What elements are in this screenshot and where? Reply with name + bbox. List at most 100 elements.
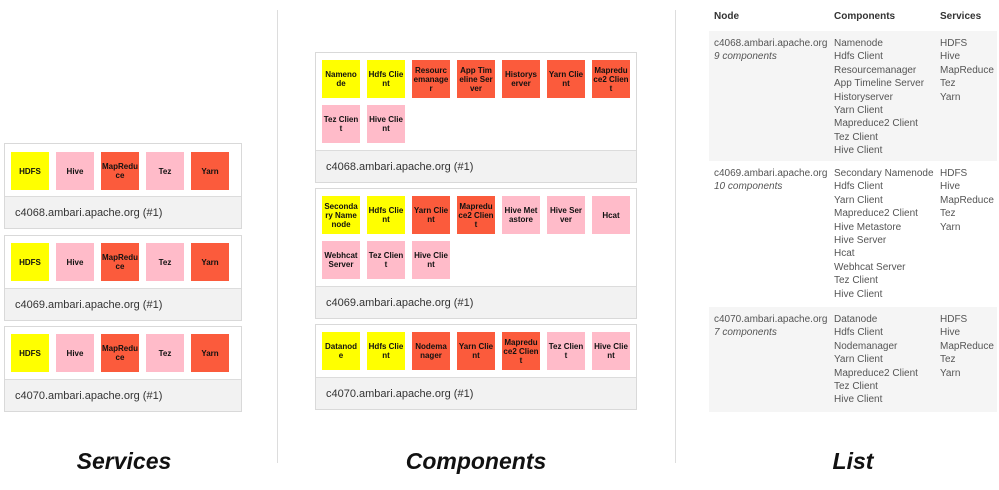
tile-hive[interactable]: Hive bbox=[56, 152, 94, 190]
tile-yarn[interactable]: Yarn bbox=[191, 152, 229, 190]
node-name[interactable]: c4069.ambari.apache.org bbox=[714, 168, 828, 179]
row-node: c4069.ambari.apache.org 10 components bbox=[714, 167, 827, 194]
service-name: Yarn bbox=[940, 91, 961, 103]
component-name: Hdfs Client bbox=[834, 181, 883, 193]
component-name: Hive Client bbox=[834, 288, 883, 300]
tile-namenode[interactable]: Namenode bbox=[322, 60, 360, 98]
service-name: HDFS bbox=[940, 38, 968, 49]
host-footer: c4070.ambari.apache.org (#1) bbox=[316, 377, 636, 409]
tile-mapreduce[interactable]: MapReduce bbox=[101, 243, 139, 281]
component-name: Hdfs Client bbox=[834, 327, 883, 339]
divider-left bbox=[277, 10, 278, 463]
tile-secondary-namenode[interactable]: Secondary Namenode bbox=[322, 196, 360, 234]
tile-yarn-client[interactable]: Yarn Client bbox=[412, 196, 450, 234]
tile-hcat[interactable]: Hcat bbox=[592, 196, 630, 234]
service-name: HDFS bbox=[940, 314, 968, 325]
tile-hive[interactable]: Hive bbox=[56, 243, 94, 281]
component-name: Tez Client bbox=[834, 381, 878, 393]
tile-tez[interactable]: Tez bbox=[146, 243, 184, 281]
tile-webhcat-server[interactable]: Webhcat Server bbox=[322, 241, 360, 279]
tile-hive-client[interactable]: Hive Client bbox=[367, 105, 405, 143]
service-name: Hive bbox=[940, 51, 961, 63]
tile-mapreduce[interactable]: MapReduce bbox=[101, 334, 139, 372]
component-name: Yarn Client bbox=[834, 354, 883, 366]
host-footer: c4068.ambari.apache.org (#1) bbox=[316, 150, 636, 182]
service-name: Yarn bbox=[940, 221, 961, 233]
tile-tez-client[interactable]: Tez Client bbox=[367, 241, 405, 279]
component-name: Hdfs Client bbox=[834, 51, 883, 63]
component-name: Mapreduce2 Client bbox=[834, 118, 918, 130]
component-name: Mapreduce2 Client bbox=[834, 208, 918, 220]
service-name: Hive bbox=[940, 327, 961, 339]
component-name: Hive Server bbox=[834, 235, 887, 247]
component-name: Nodemanager bbox=[834, 340, 898, 352]
tile-tez[interactable]: Tez bbox=[146, 334, 184, 372]
component-name: Mapreduce2 Client bbox=[834, 367, 918, 379]
tile-hdfs[interactable]: HDFS bbox=[11, 152, 49, 190]
service-name: Tez bbox=[940, 78, 956, 90]
tile-tez-client[interactable]: Tez Client bbox=[322, 105, 360, 143]
host-footer: c4069.ambari.apache.org (#1) bbox=[5, 288, 241, 320]
component-name: Datanode bbox=[834, 314, 878, 325]
tile-mapreduce[interactable]: MapReduce bbox=[101, 152, 139, 190]
node-name[interactable]: c4070.ambari.apache.org bbox=[714, 314, 828, 325]
component-name: Yarn Client bbox=[834, 194, 883, 206]
tile-hive-client[interactable]: Hive Client bbox=[592, 332, 630, 370]
component-count: 7 components bbox=[714, 327, 777, 339]
caption-components: Components bbox=[405, 448, 547, 474]
tile-hdfs-client[interactable]: Hdfs Client bbox=[367, 196, 405, 234]
tile-tez-client[interactable]: Tez Client bbox=[547, 332, 585, 370]
header-node: Node bbox=[714, 11, 739, 22]
service-name: MapReduce bbox=[940, 340, 994, 352]
list-row[interactable]: c4070.ambari.apache.org 7 components Dat… bbox=[709, 307, 997, 412]
tile-tez[interactable]: Tez bbox=[146, 152, 184, 190]
tile-yarn-client[interactable]: Yarn Client bbox=[547, 60, 585, 98]
tile-hive-server[interactable]: Hive Server bbox=[547, 196, 585, 234]
tile-yarn-client[interactable]: Yarn Client bbox=[457, 332, 495, 370]
node-name[interactable]: c4068.ambari.apache.org bbox=[714, 38, 828, 49]
tile-mapreduce2-client[interactable]: Mapreduce2 Client bbox=[502, 332, 540, 370]
component-name: Yarn Client bbox=[834, 105, 883, 117]
tile-resourcemanager[interactable]: Resourcemanager bbox=[412, 60, 450, 98]
list-row[interactable]: c4068.ambari.apache.org 9 components Nam… bbox=[709, 31, 997, 161]
tile-nodemanager[interactable]: Nodemanager bbox=[412, 332, 450, 370]
tile-hdfs-client[interactable]: Hdfs Client bbox=[367, 332, 405, 370]
tile-datanode[interactable]: Datanode bbox=[322, 332, 360, 370]
tile-yarn[interactable]: Yarn bbox=[191, 243, 229, 281]
list-row[interactable]: c4069.ambari.apache.org 10 components Se… bbox=[709, 161, 997, 307]
host-footer: c4068.ambari.apache.org (#1) bbox=[5, 196, 241, 228]
tile-mapreduce2-client[interactable]: Mapreduce2 Client bbox=[592, 60, 630, 98]
component-name: Secondary Namenode bbox=[834, 168, 934, 179]
component-name: Historyserver bbox=[834, 91, 893, 103]
component-name: Resourcemanager bbox=[834, 64, 917, 76]
component-name: Hive Metastore bbox=[834, 221, 902, 233]
row-node: c4068.ambari.apache.org 9 components bbox=[714, 37, 827, 64]
tile-app-timeline-server[interactable]: App Timeline Server bbox=[457, 60, 495, 98]
service-name: Tez bbox=[940, 208, 956, 220]
component-name: Webhcat Server bbox=[834, 261, 906, 273]
tile-hive-metastore[interactable]: Hive Metastore bbox=[502, 196, 540, 234]
tile-hdfs[interactable]: HDFS bbox=[11, 243, 49, 281]
header-components: Components bbox=[834, 11, 896, 22]
tile-hdfs-client[interactable]: Hdfs Client bbox=[367, 60, 405, 98]
tile-mapreduce2-client[interactable]: Mapreduce2 Client bbox=[457, 196, 495, 234]
component-name: Namenode bbox=[834, 38, 883, 49]
component-count: 10 components bbox=[714, 181, 783, 193]
component-name: Hive Client bbox=[834, 394, 883, 406]
tile-historyserver[interactable]: Historyserver bbox=[502, 60, 540, 98]
caption-services: Services bbox=[76, 448, 172, 474]
tile-hdfs[interactable]: HDFS bbox=[11, 334, 49, 372]
tile-hive[interactable]: Hive bbox=[56, 334, 94, 372]
tile-hive-client[interactable]: Hive Client bbox=[412, 241, 450, 279]
tile-yarn[interactable]: Yarn bbox=[191, 334, 229, 372]
component-name: Tez Client bbox=[834, 131, 878, 143]
